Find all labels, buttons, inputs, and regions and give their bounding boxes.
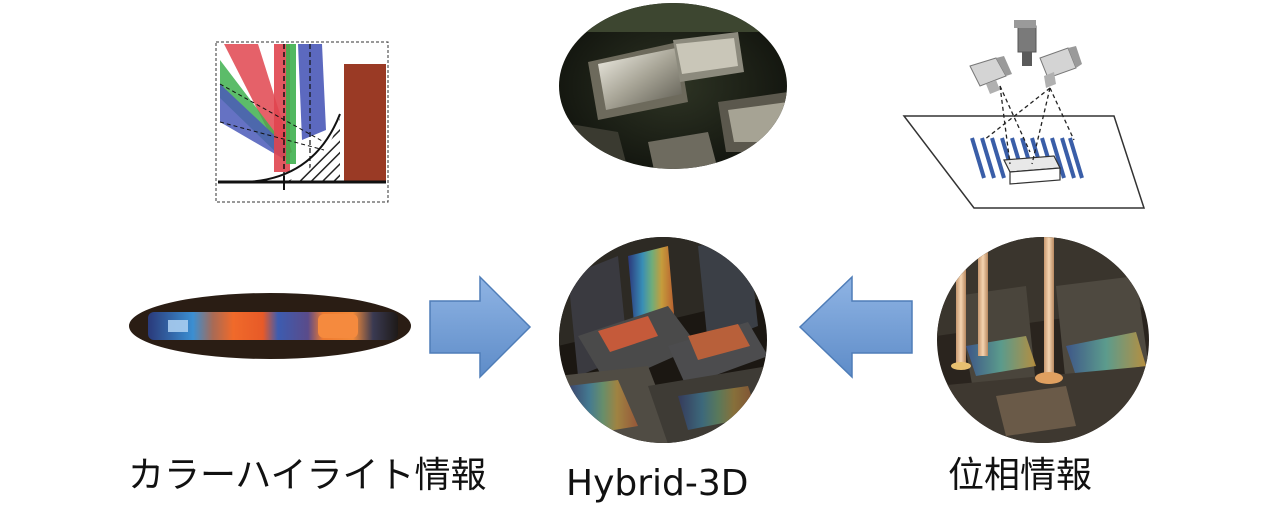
measured-object [1003,155,1061,185]
projector-icon [1014,20,1037,66]
phase-information-image [936,236,1150,444]
left-arrow-icon [798,275,914,379]
blue-strip [298,44,326,140]
right-arrow-icon [428,275,532,379]
hybrid-3d-image [558,236,768,444]
camera-icon [1039,46,1082,88]
phase-information-caption: 位相情報 [948,455,1093,496]
brown-bar [344,64,386,182]
green-strip [286,44,296,164]
hybrid-3d-caption: Hybrid-3D [566,463,749,504]
blue-light-fan [220,84,288,158]
color-highlight-caption: カラーハイライト情報 [128,455,487,496]
projection-setup-diagram [900,18,1148,214]
component-photo [558,2,788,170]
color-highlight-image [128,292,412,360]
color-highlight-principle-diagram [214,40,390,206]
hatched-slope-region [284,118,340,182]
camera-icon [969,56,1012,94]
